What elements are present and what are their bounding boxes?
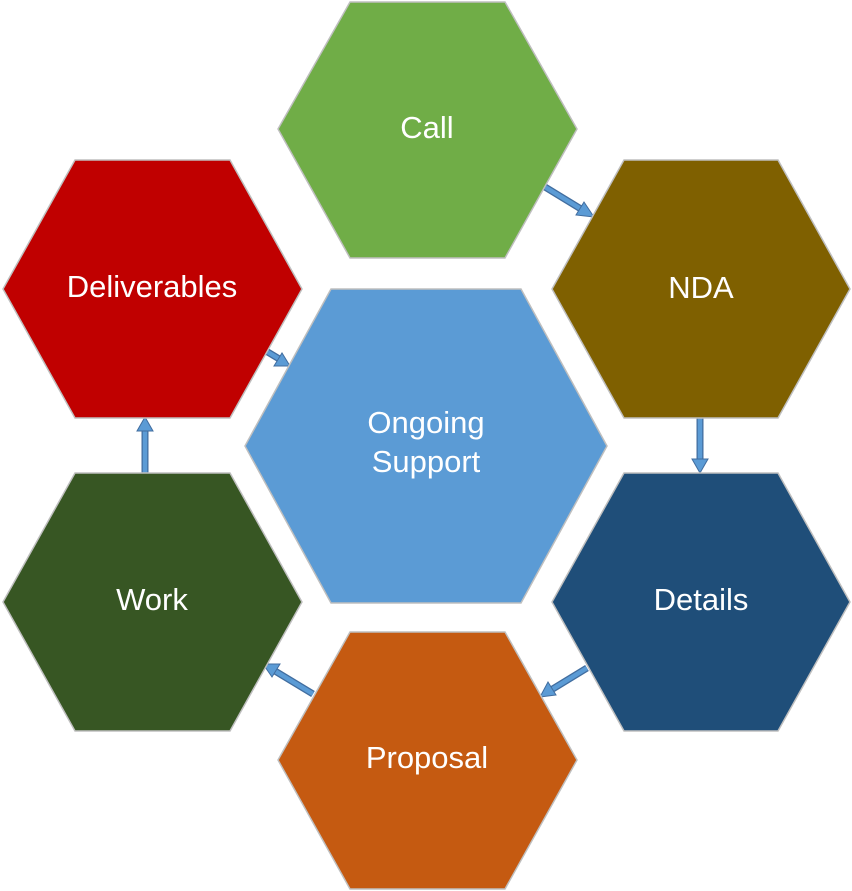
call-label: Call (400, 110, 453, 145)
details-label: Details (654, 582, 749, 617)
hexagon-nda: NDA (551, 159, 851, 419)
hexagon-shape-deliverables (2, 159, 303, 419)
hexagon-shape-nda (551, 159, 851, 419)
deliverables-label: Deliverables (67, 269, 238, 304)
nda-label: NDA (668, 270, 734, 305)
arrow-deliverables-to-center (264, 347, 291, 367)
hexagon-deliverables: Deliverables (2, 159, 303, 419)
hexagon-proposal: Proposal (277, 631, 578, 890)
hexagon-shape-proposal (277, 631, 578, 890)
arrow-work-to-deliverables (136, 415, 154, 473)
hexagon-work: Work (2, 472, 303, 732)
hexagon-shape-work (2, 472, 303, 732)
work-label: Work (116, 582, 188, 617)
hexagon-shape-details (551, 472, 851, 732)
hexagon-call: Call (277, 1, 578, 259)
arrow-proposal-to-work (262, 663, 315, 697)
hexagon-details: Details (551, 472, 851, 732)
hexagon-shape-center (244, 288, 608, 604)
arrow-nda-to-details (691, 418, 709, 475)
center-label-line1: Ongoing (367, 405, 484, 440)
hexagon-ongoing-support: Ongoing Support (244, 288, 608, 604)
arrow-call-to-nda (543, 184, 596, 218)
proposal-label: Proposal (366, 740, 488, 775)
arrow-details-to-proposal (539, 665, 589, 698)
center-label-line2: Support (372, 444, 481, 479)
hexagon-shape-call (277, 1, 578, 259)
